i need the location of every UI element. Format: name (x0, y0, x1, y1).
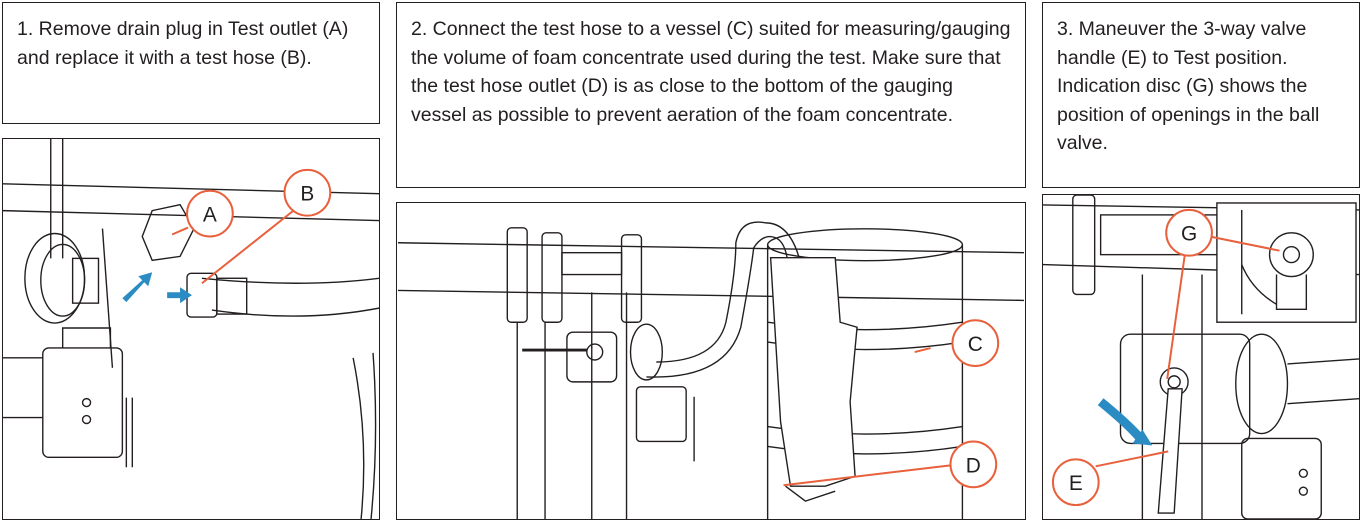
step-1-caption-box: 1. Remove drain plug in Test outlet (A) … (2, 2, 380, 124)
step-1-caption: 1. Remove drain plug in Test outlet (A) … (17, 18, 349, 69)
callout-b-label: B (300, 183, 314, 206)
step-2-caption: 2. Connect the test hose to a vessel (C)… (411, 18, 1011, 126)
callout-c: C (914, 319, 1000, 367)
step-3-drawing: G E (1043, 195, 1359, 519)
callout-d-label: D (966, 454, 981, 477)
callout-d: D (783, 440, 998, 489)
step-3-illustration: G E (1042, 194, 1360, 520)
step-2-illustration: C D (396, 202, 1026, 520)
callout-g: G (1165, 208, 1280, 380)
direction-arrows (122, 272, 192, 304)
step-3-caption-box: 3. Maneuver the 3-way valve handle (E) t… (1042, 2, 1360, 188)
callout-b: B (201, 168, 332, 285)
step-3-caption: 3. Maneuver the 3-way valve handle (E) t… (1057, 18, 1320, 154)
callout-c-label: C (968, 333, 983, 356)
callout-e-label: E (1069, 472, 1083, 495)
callout-e: E (1051, 450, 1169, 507)
rotation-arrow-head (1132, 429, 1153, 446)
step-1-illustration: A B (2, 138, 380, 520)
callout-a-label: A (203, 204, 217, 227)
callout-g-label: G (1181, 223, 1197, 246)
callout-a: A (171, 189, 234, 238)
step-1-drawing: A B (3, 139, 379, 519)
step-2-caption-box: 2. Connect the test hose to a vessel (C)… (396, 2, 1026, 188)
step-2-drawing: C D (397, 221, 1025, 519)
